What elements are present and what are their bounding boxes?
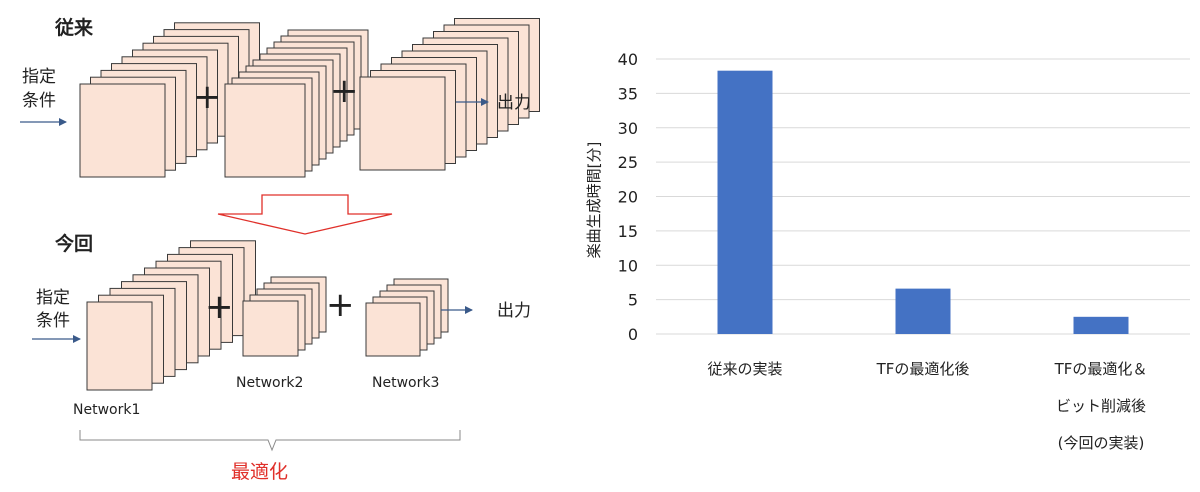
before-network-stack-1 xyxy=(79,22,260,178)
chart-bars xyxy=(717,70,1129,334)
before-network-1-sheet-1 xyxy=(79,83,166,178)
before-network-3-sheet-1 xyxy=(359,76,446,171)
y-tick-label-15: 15 xyxy=(618,222,638,241)
y-tick-label-25: 25 xyxy=(618,153,638,172)
before-input-label-line2: 条件 xyxy=(22,91,56,111)
before-plus-2: + xyxy=(330,71,359,111)
bar-2 xyxy=(895,288,951,334)
after-output-label: 出力 xyxy=(497,301,531,321)
after-plus-2: + xyxy=(326,285,355,325)
after-network-2-sheet-1 xyxy=(242,300,299,357)
before-output-label: 出力 xyxy=(497,93,531,113)
chart-x-tick-labels: 従来の実装 TFの最適化後 TFの最適化＆ ビット削減後 (今回の実装) xyxy=(707,360,1147,452)
x-tick-label-1-line-1: 従来の実装 xyxy=(707,360,782,378)
optimization-brace xyxy=(79,430,461,452)
x-tick-label-3-line-2: ビット削減後 xyxy=(1056,397,1146,415)
bar-chart: 0 5 10 15 20 25 30 35 40 従来の実装 TFの最適化後 TFの最適化＆ ビット削… xyxy=(585,50,1190,452)
after-network-3-sheet-1 xyxy=(365,302,421,357)
before-section: 従来 指定 条件 + + 出力 xyxy=(20,16,540,178)
optimization-label: 最適化 xyxy=(231,461,288,483)
after-network-stack-2 xyxy=(242,276,327,357)
after-input-label-line1: 指定 xyxy=(36,288,70,308)
after-network-stack-1 xyxy=(86,240,256,391)
after-title: 今回 xyxy=(54,232,93,255)
bar-3 xyxy=(1073,316,1129,334)
after-network-1-sheet-1 xyxy=(86,301,153,391)
after-plus-1: + xyxy=(205,287,234,327)
network1-label: Network1 xyxy=(73,402,140,418)
chart-y-tick-labels: 0 5 10 15 20 25 30 35 40 xyxy=(618,50,638,344)
x-tick-label-2-line-1: TFの最適化後 xyxy=(876,360,970,378)
y-tick-label-10: 10 xyxy=(618,256,638,275)
x-tick-label-3-line-1: TFの最適化＆ xyxy=(1054,360,1148,378)
bar-1 xyxy=(717,70,773,334)
before-title: 従来 xyxy=(54,16,93,39)
before-network-2-sheet-1 xyxy=(224,83,306,178)
before-network-stack-3 xyxy=(359,18,540,171)
after-network-stack-3 xyxy=(365,278,449,357)
after-section: 今回 指定 条件 + + 出力 Network1 Network2 Networ… xyxy=(32,232,531,483)
network3-label: Network3 xyxy=(372,375,439,391)
transition-arrow xyxy=(217,194,393,235)
before-plus-1: + xyxy=(193,77,222,117)
y-tick-label-20: 20 xyxy=(618,188,638,207)
y-tick-label-0: 0 xyxy=(628,325,638,344)
chart-y-axis-label: 楽曲生成時間[分] xyxy=(585,142,603,259)
x-tick-label-3-line-3: (今回の実装) xyxy=(1058,434,1145,452)
y-tick-label-5: 5 xyxy=(628,291,638,310)
y-tick-label-35: 35 xyxy=(618,84,638,103)
network2-label: Network2 xyxy=(236,375,303,391)
before-input-label-line1: 指定 xyxy=(22,67,56,87)
y-tick-label-40: 40 xyxy=(618,50,638,69)
after-input-label-line2: 条件 xyxy=(36,311,70,331)
before-network-stack-2 xyxy=(224,29,369,178)
y-tick-label-30: 30 xyxy=(618,119,638,138)
